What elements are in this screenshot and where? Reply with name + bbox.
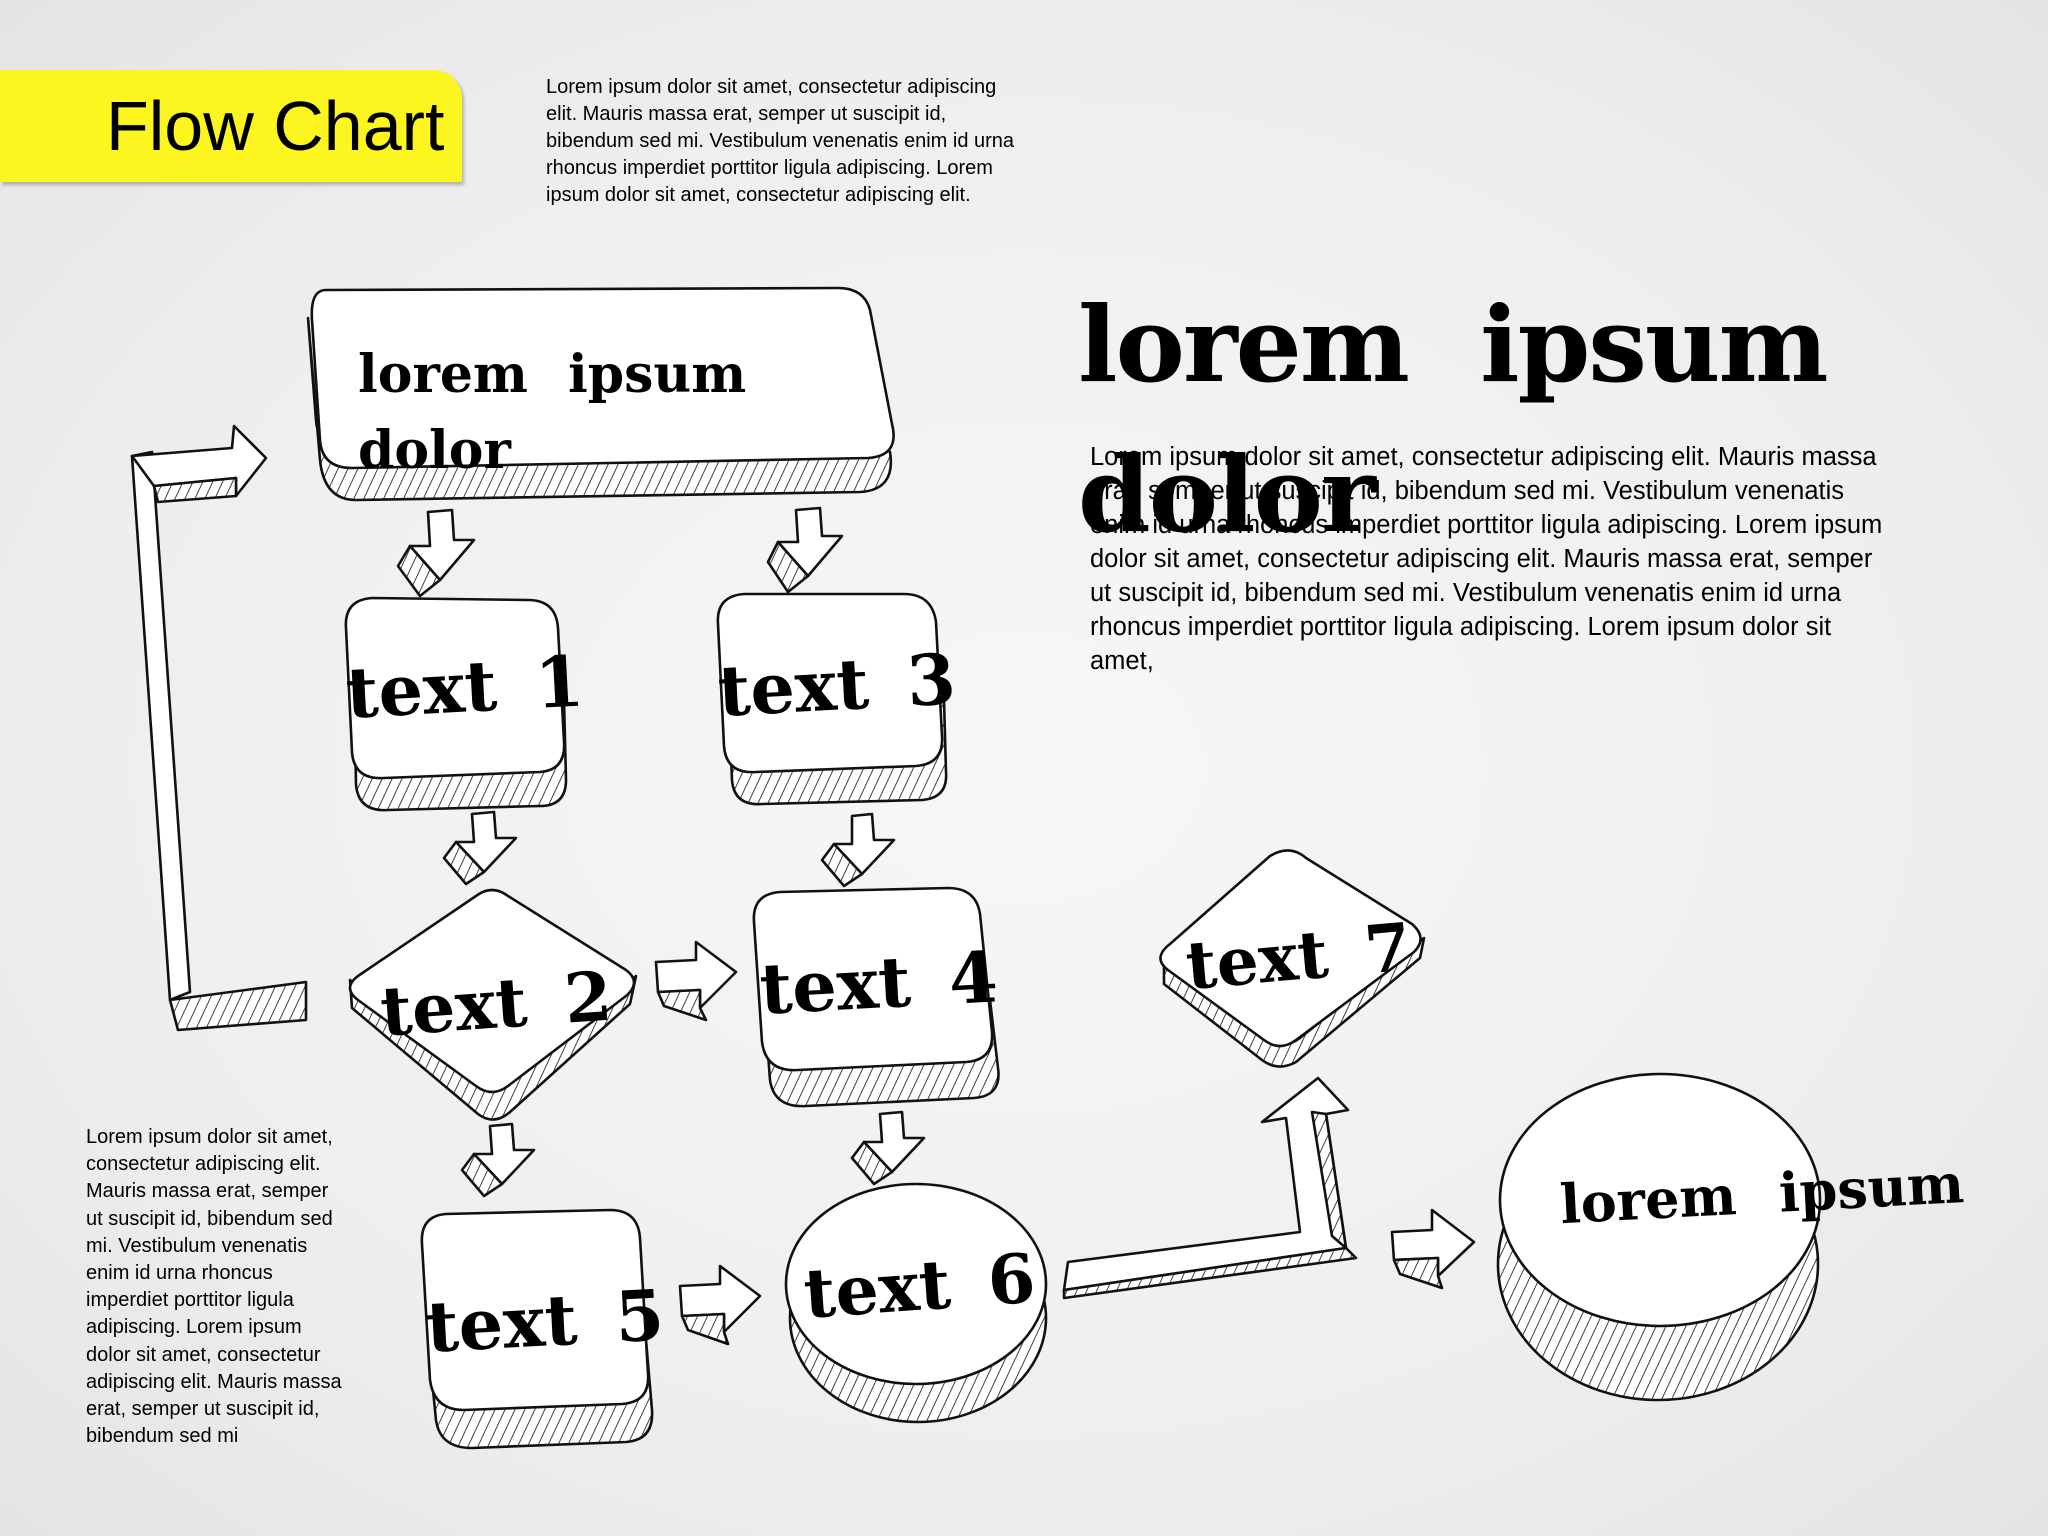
arrow-to-end-circle: [1390, 1208, 1476, 1290]
main-paragraph: Lorem ipsum dolor sit amet, consectetur …: [1090, 443, 1883, 675]
arrow-top-to-text1: [396, 508, 476, 598]
intro-paragraph: Lorem ipsum dolor sit amet, consectetur …: [546, 76, 1015, 206]
arrow-top-to-text3: [766, 506, 844, 594]
node-text2-label: text 2: [378, 957, 615, 1053]
node-text3-label: text 3: [716, 637, 958, 732]
arrow-text3-to-text4: [820, 812, 896, 888]
node-text5: [420, 1208, 654, 1450]
node-top-box-label-line2: dolor: [358, 420, 511, 481]
node-text4: [752, 886, 1000, 1108]
loop-back-arrow: [130, 424, 308, 1032]
node-text6-label: text 6: [801, 1239, 1038, 1335]
page-title: Flow Chart: [106, 87, 445, 165]
node-text4-label: text 4: [758, 935, 1000, 1030]
arrow-text2-to-text5: [460, 1122, 536, 1198]
arrow-text1-to-text2: [442, 810, 518, 886]
node-text5-label: text 5: [424, 1273, 666, 1368]
arrow-text2-to-text4: [654, 940, 738, 1022]
node-text3: [716, 592, 948, 806]
side-paragraph: Lorem ipsum dolor sit amet, consectetur …: [86, 1126, 342, 1448]
arrow-text5-to-text6: [678, 1264, 762, 1346]
arrow-text4-to-text6: [850, 1110, 926, 1186]
node-text1: [344, 596, 568, 812]
node-end-circle: [1496, 1072, 1822, 1402]
node-text1-label: text 1: [344, 639, 586, 734]
node-text2: [348, 888, 638, 1121]
main-heading: lorem ipsum dolor: [1078, 283, 1829, 556]
node-top-box-label-line1: lorem ipsum: [358, 344, 746, 405]
node-top-box: [306, 286, 895, 502]
node-text7: [1159, 849, 1426, 1068]
node-text6: [784, 1182, 1048, 1424]
title-banner: Flow Chart: [0, 70, 462, 182]
arrow-text6-to-text7: [1062, 1076, 1358, 1300]
